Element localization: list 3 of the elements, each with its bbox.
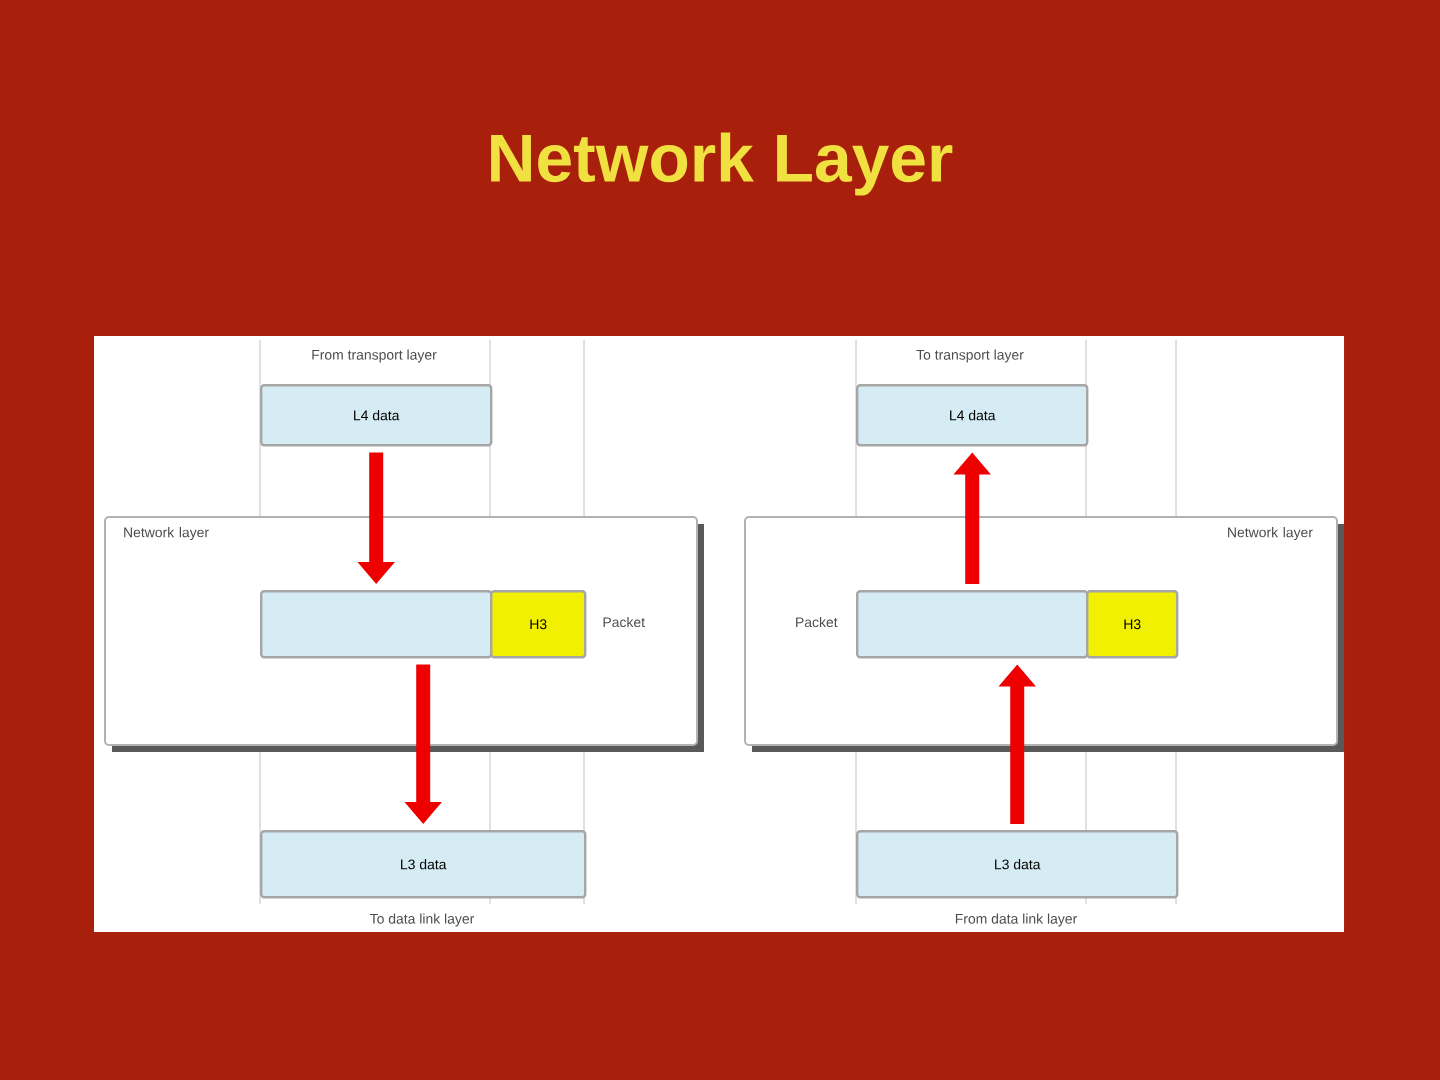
title: Network Layer — [491, 132, 953, 196]
data-box — [260, 590, 493, 659]
data-box — [856, 590, 1089, 659]
